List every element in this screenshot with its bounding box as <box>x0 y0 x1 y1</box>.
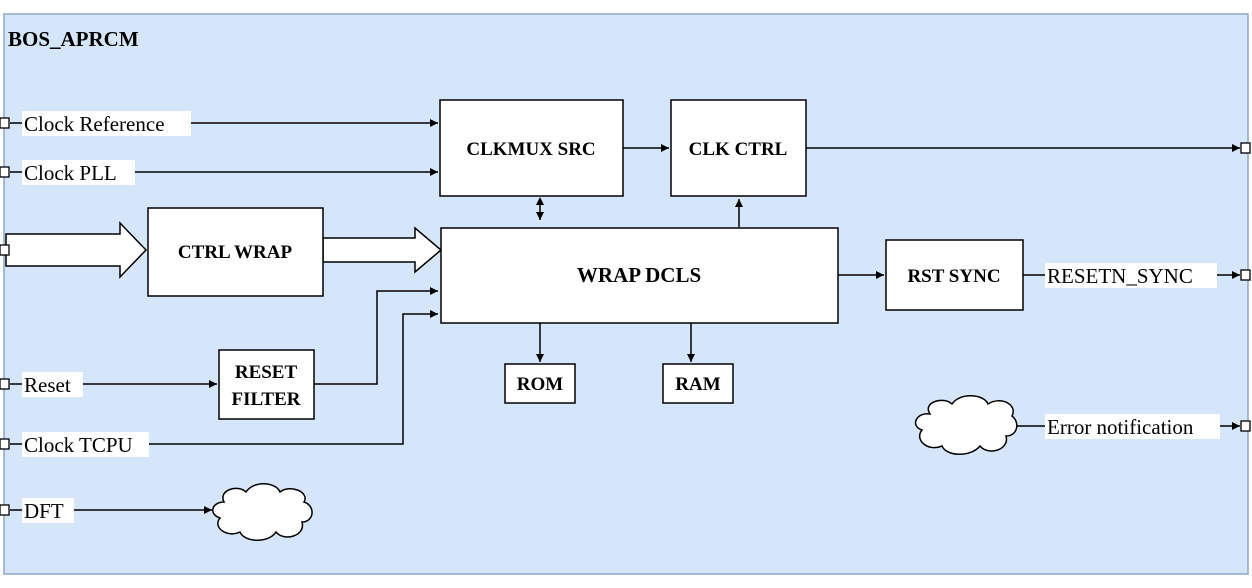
port-square-icon <box>0 504 10 516</box>
port-square-icon <box>0 378 10 390</box>
block-label-clkmux-src: CLKMUX SRC <box>466 139 595 160</box>
bus-arrow-ctrlwrap-to-wrapdcls <box>322 226 443 274</box>
block-rom: ROM <box>504 363 576 404</box>
block-label-reset-filter-line1: RESET <box>235 362 298 383</box>
block-rst-sync: RST SYNC <box>885 239 1024 311</box>
block-clkmux-src: CLKMUX SRC <box>439 99 624 197</box>
label-error-notification: Error notification <box>1047 415 1194 439</box>
block-label-reset-filter-line2: FILTER <box>232 389 301 410</box>
block-ctrl-wrap: CTRL WRAP <box>147 207 324 297</box>
port-square-icon <box>0 438 10 450</box>
label-reset: Reset <box>24 373 71 397</box>
block-label-clk-ctrl: CLK CTRL <box>689 139 788 160</box>
block-clk-ctrl: CLK CTRL <box>670 99 807 197</box>
cloud-icon <box>914 395 1018 455</box>
wire-resetfilter-to-wrapdcls <box>314 287 438 385</box>
bus-arrow-input <box>5 221 148 279</box>
wire-clock-tcpu <box>10 310 438 445</box>
diagram-title: BOS_APRCM <box>8 27 139 51</box>
block-label-ram: RAM <box>675 374 720 395</box>
port-square-icon <box>0 166 10 178</box>
label-clock-pll: Clock PLL <box>24 161 117 185</box>
label-clock-tcpu: Clock TCPU <box>24 433 133 457</box>
port-square-icon <box>0 244 10 256</box>
port-square-icon <box>0 117 10 129</box>
port-square-icon <box>1240 142 1251 154</box>
label-dft: DFT <box>24 499 64 523</box>
port-square-icon <box>1240 269 1251 281</box>
block-label-rst-sync: RST SYNC <box>907 266 1000 287</box>
block-label-rom: ROM <box>517 374 564 395</box>
block-ram: RAM <box>662 363 734 404</box>
label-resetn-sync: RESETN_SYNC <box>1047 264 1193 288</box>
block-reset-filter: RESET FILTER <box>218 349 315 420</box>
label-clock-reference: Clock Reference <box>24 112 165 136</box>
cloud-icon <box>212 483 313 541</box>
block-label-wrap-dcls: WRAP DCLS <box>577 263 701 287</box>
port-square-icon <box>1240 420 1251 432</box>
block-wrap-dcls: WRAP DCLS <box>440 227 839 324</box>
block-label-ctrl-wrap: CTRL WRAP <box>178 242 293 263</box>
